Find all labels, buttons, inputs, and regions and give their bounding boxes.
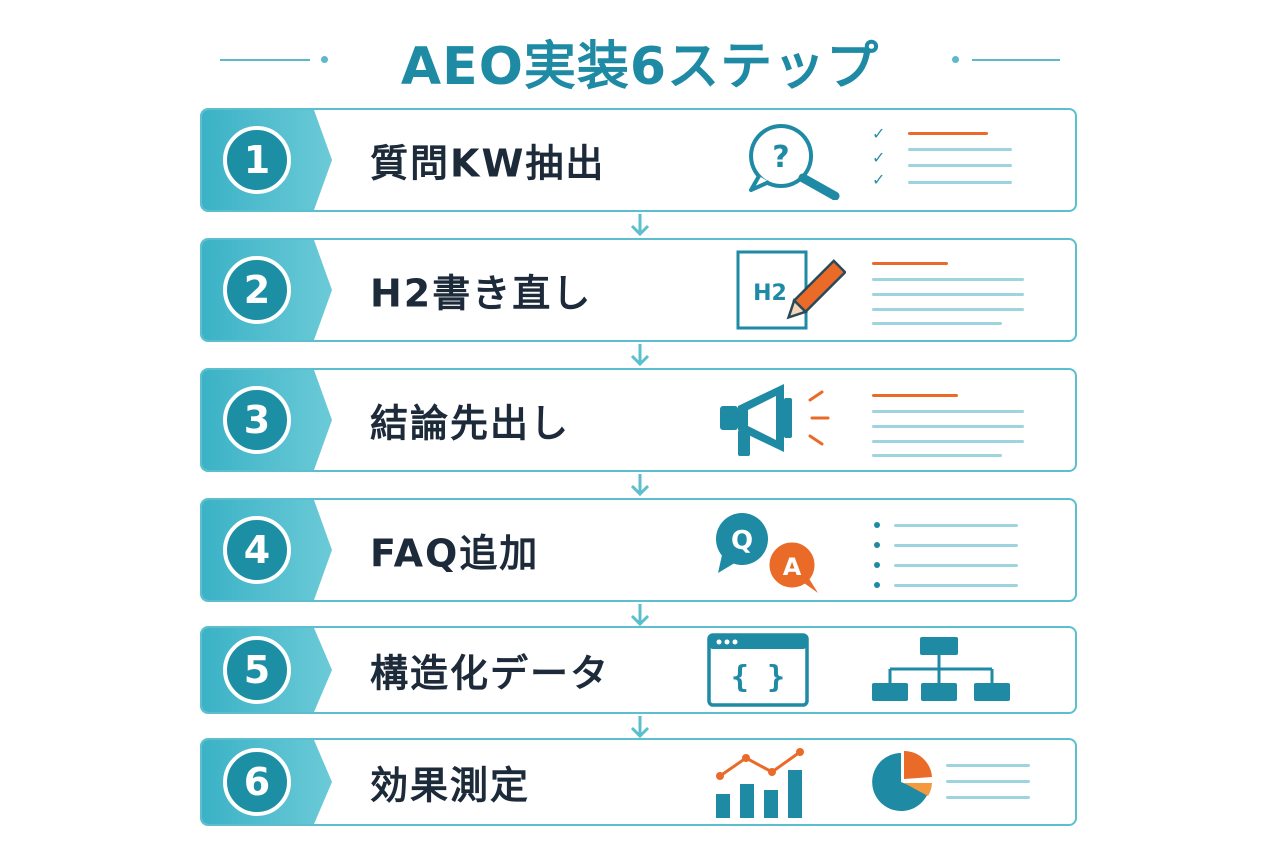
bar-line-chart-icon	[712, 744, 816, 820]
h2-edit-icon-text: H2	[753, 281, 787, 306]
question-bubble-text: Q	[731, 526, 753, 556]
hierarchy-icon	[870, 633, 1012, 707]
megaphone-icon	[714, 378, 844, 462]
down-arrow-icon	[630, 214, 650, 237]
question-search-icon: ?	[739, 120, 849, 201]
step-card-1: 1 質問KW抽出 ? ✓ ✓ ✓	[200, 108, 1077, 212]
title-rule-right	[972, 59, 1060, 61]
step-label: 効果測定	[370, 763, 531, 808]
step-label: 質問KW抽出	[370, 141, 606, 186]
svg-text:?: ?	[772, 140, 789, 175]
step-number-badge: 6	[223, 748, 291, 816]
code-braces-text: { }	[731, 660, 785, 695]
step-card-3: 3 結論先出し	[200, 368, 1077, 472]
title-dot-left	[321, 56, 328, 63]
title-rule-left	[220, 59, 310, 61]
step-card-6: 6 効果測定	[200, 738, 1077, 826]
title-area: AEO実装6ステップ	[0, 22, 1280, 97]
step-card-2: 2 H2書き直し H2	[200, 238, 1077, 342]
text-lines-icon	[872, 392, 1032, 462]
step-card-5: 5 構造化データ { }	[200, 626, 1077, 714]
step-number-badge: 5	[223, 636, 291, 704]
step-card-4: 4 FAQ追加 Q A	[200, 498, 1077, 602]
bullet-list-icon	[874, 522, 1024, 592]
h2-edit-icon: H2	[734, 248, 847, 332]
step-number-badge: 1	[223, 126, 291, 194]
down-arrow-icon	[630, 716, 650, 739]
step-number-badge: 2	[223, 256, 291, 324]
step-label: FAQ追加	[370, 531, 540, 576]
checklist-icon: ✓ ✓ ✓	[872, 126, 1022, 196]
step-number-badge: 4	[223, 516, 291, 584]
code-window-icon: { }	[707, 633, 811, 707]
page-title: AEO実装6ステップ	[400, 37, 880, 97]
down-arrow-icon	[630, 344, 650, 367]
down-arrow-icon	[630, 474, 650, 497]
text-lines-icon	[872, 260, 1032, 330]
step-number-badge: 3	[223, 386, 291, 454]
text-lines-icon	[946, 762, 1036, 806]
pie-chart-icon	[870, 750, 932, 813]
title-dot-right	[952, 56, 959, 63]
qa-bubbles-icon: Q A	[712, 507, 828, 593]
step-label: 構造化データ	[370, 651, 611, 696]
step-label: H2書き直し	[370, 271, 593, 316]
answer-bubble-text: A	[783, 553, 802, 581]
step-label: 結論先出し	[370, 401, 571, 446]
down-arrow-icon	[630, 604, 650, 627]
